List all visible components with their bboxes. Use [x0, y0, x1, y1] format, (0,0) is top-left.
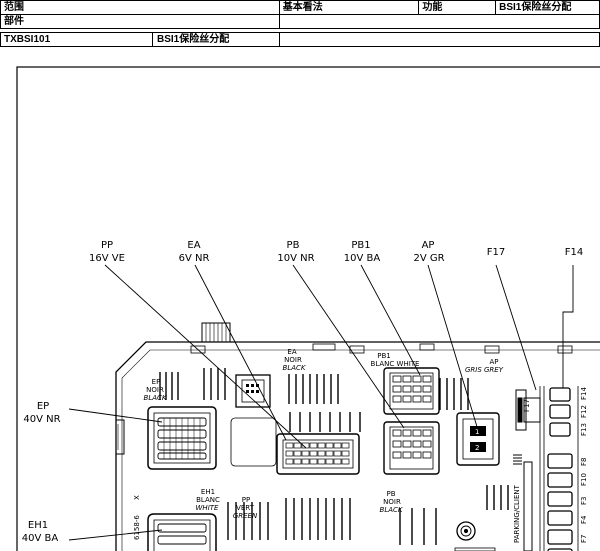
fuse-column — [547, 387, 573, 551]
callout-pb1-spec: 10V BA — [344, 253, 381, 264]
header-table: 范围 基本看法 功能 BSI1保险丝分配 部件 TXBSI101 BSI1保险丝分… — [0, 0, 600, 47]
fuse-label-f7: F7 — [580, 535, 588, 543]
board-ea-l2: NOIR — [284, 356, 302, 364]
board-side-code: 6158-6 — [133, 515, 141, 540]
fuse-label-f17: F17 — [523, 399, 531, 412]
callout-ap-spec: 2V GR — [413, 253, 444, 264]
callout-pp-name: PP — [101, 240, 113, 251]
fuse-label-f12: F12 — [580, 405, 588, 418]
bsi-board-outline — [115, 341, 600, 551]
callout-labels: PP 16V VE EA 6V NR PB 10V NR PB1 10V BA … — [22, 240, 583, 544]
board-eh1-l2: BLANC — [196, 496, 220, 504]
drawing-frame — [16, 66, 600, 551]
callout-pb-spec: 10V NR — [277, 253, 314, 264]
callout-pb1-name: PB1 — [351, 240, 370, 251]
board-ea-l3: BLACK — [283, 364, 307, 372]
leader-lines — [68, 264, 574, 541]
callout-ep-name: EP — [37, 401, 49, 412]
board-pb1-l2: BLANC WHITE — [371, 360, 420, 368]
board-parking-client: PARKING/CLIENT — [513, 484, 521, 543]
callout-pp-spec: 16V VE — [89, 253, 125, 264]
fuse-label-f14: F14 — [580, 387, 588, 400]
board-pb-l1: PB — [386, 490, 395, 498]
board-pb-l2: NOIR — [383, 498, 401, 506]
board-eh1-l3: WHITE — [196, 504, 220, 512]
ap-pin-1: 1 — [475, 428, 479, 436]
eh1-connector — [147, 513, 217, 551]
callout-eh1-spec: 40V BA — [22, 533, 59, 544]
pb-connector — [383, 421, 440, 475]
ea-connector — [235, 374, 271, 408]
ap-connector: 1 2 — [456, 412, 500, 466]
callout-f14: F14 — [565, 247, 583, 258]
component-blank — [278, 14, 600, 29]
board-labels: EA NOIR BLACK PB1 BLANC WHITE AP GRIS GR… — [144, 348, 504, 520]
pb1-connector — [383, 367, 440, 415]
pp-connector — [276, 433, 360, 475]
callout-ea-spec: 6V NR — [179, 253, 210, 264]
screw-boss — [456, 521, 476, 541]
board-pp-l1: PP — [242, 496, 250, 504]
callout-ap-name: AP — [422, 240, 435, 251]
board-eh1-l1: EH1 — [201, 488, 215, 496]
board-ap-l2: GRIS GREY — [465, 366, 504, 374]
callout-pb-name: PB — [287, 240, 300, 251]
vent-slots — [159, 368, 509, 545]
part-blank — [278, 32, 600, 47]
callout-eh1-name: EH1 — [28, 520, 48, 531]
board-ap-l1: AP — [489, 358, 498, 366]
board-pp-l3: GREEN — [233, 512, 258, 520]
board-ea-l1: EA — [287, 348, 296, 356]
part-code-cell: TXBSI101 BSI1保险丝分配 — [0, 32, 280, 47]
ep-connector — [147, 406, 217, 470]
callout-f17: F17 — [487, 247, 505, 258]
rotated-labels: X 6158-6 PARKING/CLIENT F17 F14 F12 F13 … — [133, 387, 588, 543]
board-ep-l3: BLACK — [144, 394, 168, 402]
callout-ea-name: EA — [187, 240, 200, 251]
part-name: BSI1保险丝分配 — [157, 34, 230, 45]
recess-panel — [230, 417, 277, 467]
part-code: TXBSI101 — [1, 33, 153, 46]
board-ep-l1: EP — [152, 378, 161, 386]
fuse-label-f8: F8 — [580, 458, 588, 466]
board-x-mark: X — [133, 495, 141, 500]
fuse-label-f4: F4 — [580, 515, 588, 524]
board-pb1-l1: PB1 — [377, 352, 390, 360]
header-row-component: 部件 — [0, 14, 600, 29]
fuse-column-rails — [539, 386, 579, 551]
fuse-label-f13: F13 — [580, 423, 588, 436]
header-row-part: TXBSI101 BSI1保险丝分配 — [0, 32, 600, 47]
board-pb-l3: BLACK — [380, 506, 404, 514]
bsi-board-inner-edge — [121, 349, 600, 551]
callout-ep-spec: 40V NR — [23, 414, 60, 425]
board-ep-l2: NOIR — [146, 386, 164, 394]
header-row-scope: 范围 基本看法 功能 BSI1保险丝分配 — [0, 0, 600, 15]
ap-pin-2: 2 — [475, 444, 479, 452]
fuse-label-f3: F3 — [580, 497, 588, 505]
fuse-label-f10: F10 — [580, 473, 588, 486]
board-pp-l2: VERT — [236, 504, 255, 512]
